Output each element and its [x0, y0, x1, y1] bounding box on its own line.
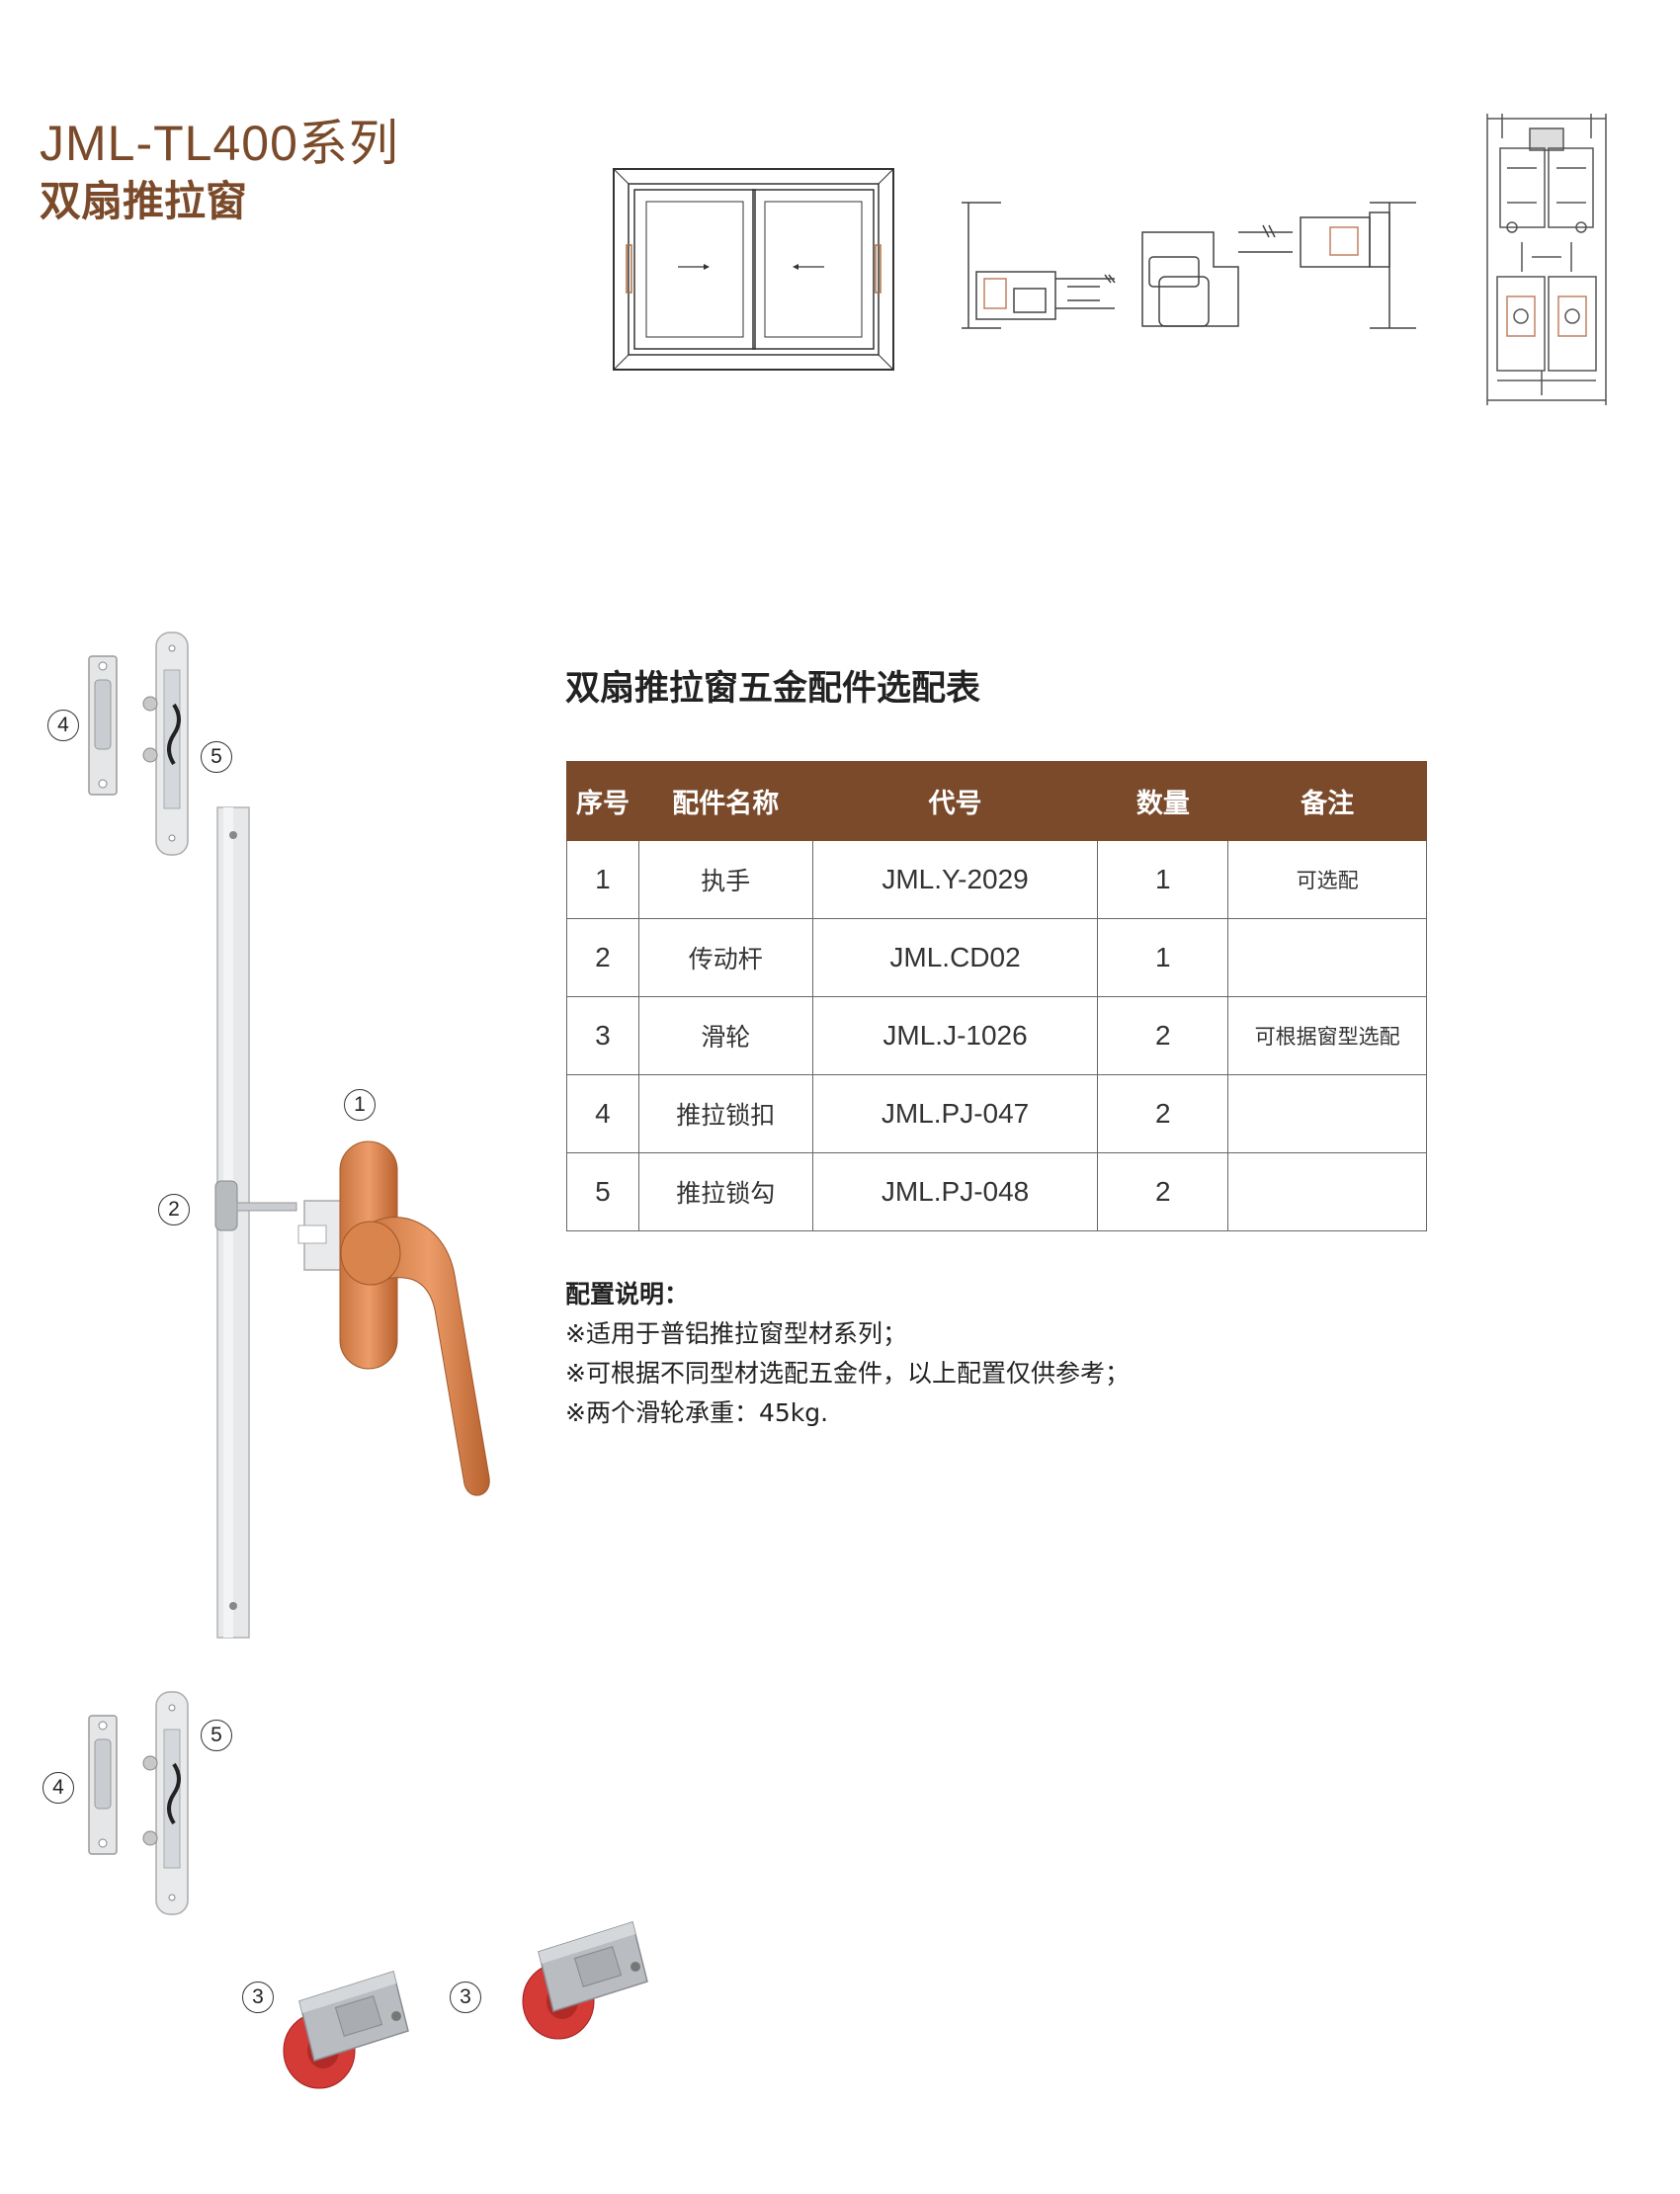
cell-code: JML.J-1026	[811, 996, 1099, 1075]
cell-note	[1227, 918, 1427, 997]
table-header-row: 序号 配件名称 代号 数量 备注	[566, 761, 1427, 841]
cell-no: 5	[566, 1152, 639, 1231]
series-title: JML-TL400系列	[40, 116, 399, 171]
cell-name: 推拉锁勾	[637, 1152, 813, 1231]
callout-roller-left: 3	[242, 1982, 274, 2013]
table-heading: 双扇推拉窗五金配件选配表	[565, 669, 981, 709]
callout-keeper-top: 4	[47, 710, 79, 741]
cell-name: 传动杆	[637, 918, 813, 997]
cell-qty: 2	[1097, 1152, 1229, 1231]
note-item: ※可根据不同型材选配五金件，以上配置仅供参考；	[565, 1359, 1130, 1388]
window-handle	[297, 1140, 490, 1496]
vertical-section-drawing	[1486, 114, 1607, 405]
window-elevation-drawing	[613, 168, 894, 371]
cell-code: JML.PJ-048	[811, 1152, 1099, 1231]
cell-qty: 1	[1097, 918, 1229, 997]
roller-left	[283, 1971, 409, 2089]
horizontal-section-drawing	[962, 202, 1416, 329]
col-header-code: 代号	[811, 761, 1099, 841]
table-row: 2 传动杆 JML.CD02 1	[566, 918, 1427, 997]
callout-hook-bottom: 5	[201, 1720, 232, 1751]
cell-no: 4	[566, 1074, 639, 1153]
callout-rod: 2	[158, 1194, 190, 1225]
cell-no: 3	[566, 996, 639, 1075]
hardware-spec-table: 序号 配件名称 代号 数量 备注 1 执手 JML.Y-2029 1 可选配 2…	[566, 761, 1427, 1231]
lock-keeper-hook-top	[88, 632, 189, 856]
col-header-qty: 数量	[1097, 761, 1229, 841]
table-row: 4 推拉锁扣 JML.PJ-047 2	[566, 1074, 1427, 1153]
cell-name: 推拉锁扣	[637, 1074, 813, 1153]
callout-hook-top: 5	[201, 741, 232, 773]
product-title: 双扇推拉窗	[40, 177, 248, 225]
table-row: 5 推拉锁勾 JML.PJ-048 2	[566, 1152, 1427, 1231]
cell-qty: 2	[1097, 996, 1229, 1075]
cell-code: JML.CD02	[811, 918, 1099, 997]
cell-no: 2	[566, 918, 639, 997]
cell-note: 可根据窗型选配	[1227, 996, 1427, 1075]
cell-code: JML.PJ-047	[811, 1074, 1099, 1153]
notes-heading: 配置说明：	[565, 1280, 690, 1308]
cell-code: JML.Y-2029	[811, 840, 1099, 919]
cell-note: 可选配	[1227, 840, 1427, 919]
configuration-notes: 配置说明： ※适用于普铝推拉窗型材系列； ※可根据不同型材选配五金件，以上配置仅…	[565, 1275, 1130, 1433]
col-header-no: 序号	[566, 761, 639, 841]
cell-qty: 2	[1097, 1074, 1229, 1153]
cell-name: 执手	[637, 840, 813, 919]
cell-no: 1	[566, 840, 639, 919]
cell-qty: 1	[1097, 840, 1229, 919]
table-row: 1 执手 JML.Y-2029 1 可选配	[566, 840, 1427, 919]
roller-right	[522, 1921, 648, 2040]
callout-roller-right: 3	[450, 1982, 481, 2013]
col-header-name: 配件名称	[637, 761, 813, 841]
cell-note	[1227, 1074, 1427, 1153]
table-row: 3 滑轮 JML.J-1026 2 可根据窗型选配	[566, 996, 1427, 1075]
cell-name: 滑轮	[637, 996, 813, 1075]
lock-keeper-hook-bottom	[88, 1691, 189, 1915]
transmission-rod	[214, 806, 297, 1639]
note-item: ※两个滑轮承重：45kg.	[565, 1398, 829, 1427]
cell-note	[1227, 1152, 1427, 1231]
callout-keeper-bottom: 4	[42, 1772, 74, 1804]
col-header-note: 备注	[1227, 761, 1427, 841]
callout-handle: 1	[344, 1089, 376, 1121]
note-item: ※适用于普铝推拉窗型材系列；	[565, 1319, 907, 1348]
